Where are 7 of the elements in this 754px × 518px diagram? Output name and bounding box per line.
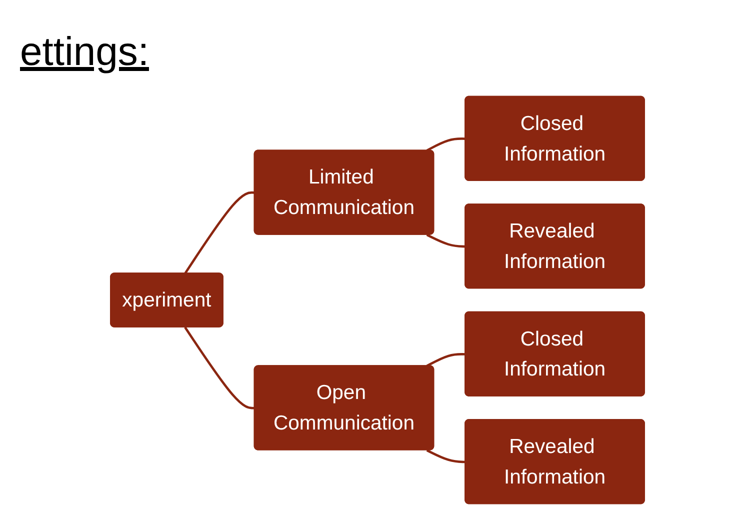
connector bbox=[426, 353, 466, 367]
connector bbox=[426, 449, 466, 464]
connector bbox=[184, 191, 255, 274]
connector bbox=[426, 234, 466, 248]
heading-text: ettings: bbox=[20, 30, 149, 74]
connector bbox=[184, 326, 255, 410]
connector bbox=[426, 138, 466, 152]
